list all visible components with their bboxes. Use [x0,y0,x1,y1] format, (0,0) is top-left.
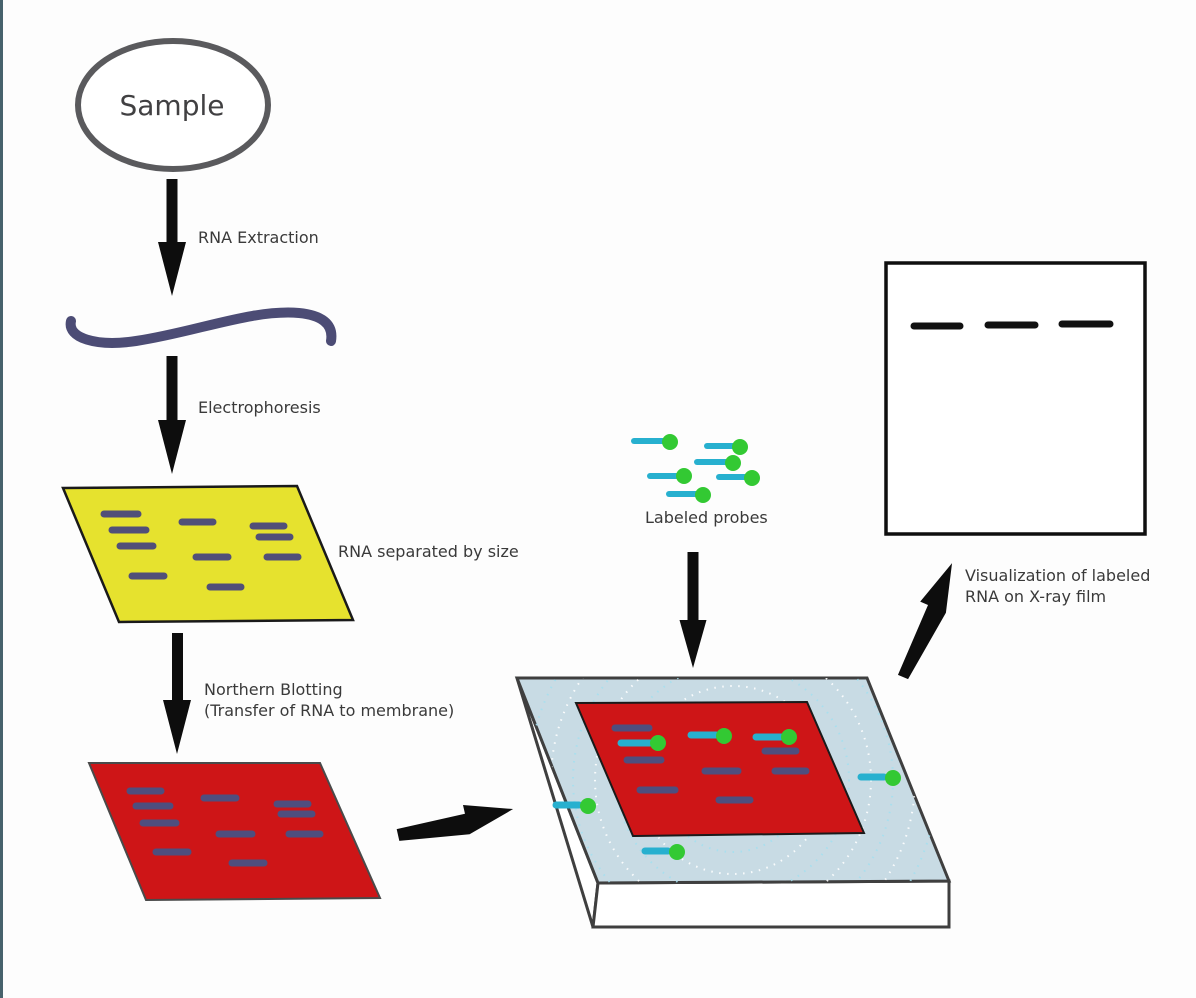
sample-label: Sample [120,89,225,122]
blot-bound-probes [617,728,797,751]
label-visualization-1: Visualization of labeled [965,566,1150,585]
blot-free-probes [552,770,901,860]
arrow-probes-down [679,552,707,668]
label-rna-extraction: RNA Extraction [198,228,319,247]
arrow-electrophoresis [158,356,186,474]
sample-ellipse [75,38,271,172]
membrane-bands [126,787,324,867]
blot-box-front-face [591,879,951,929]
left-border [0,0,3,998]
arrow-northern-blotting [163,633,191,754]
label-northern-blotting-1: Northern Blotting [204,680,343,699]
arrow-rna-extraction [158,179,186,296]
gel-caption: RNA separated by size [338,542,519,561]
label-labeled-probes: Labeled probes [645,508,768,527]
gel-bands [100,510,302,591]
label-visualization-2: RNA on X-ray film [965,587,1106,606]
label-electrophoresis: Electrophoresis [198,398,321,417]
arrow-to-film [897,563,953,680]
xray-film [884,261,1147,536]
rna-strand-squiggle [65,307,337,348]
arrow-membrane-to-blot [396,804,514,841]
film-dashes [910,320,1114,330]
label-northern-blotting-2: (Transfer of RNA to membrane) [204,701,454,720]
probe-cluster [631,434,760,503]
blot-membrane-bands [611,724,810,804]
